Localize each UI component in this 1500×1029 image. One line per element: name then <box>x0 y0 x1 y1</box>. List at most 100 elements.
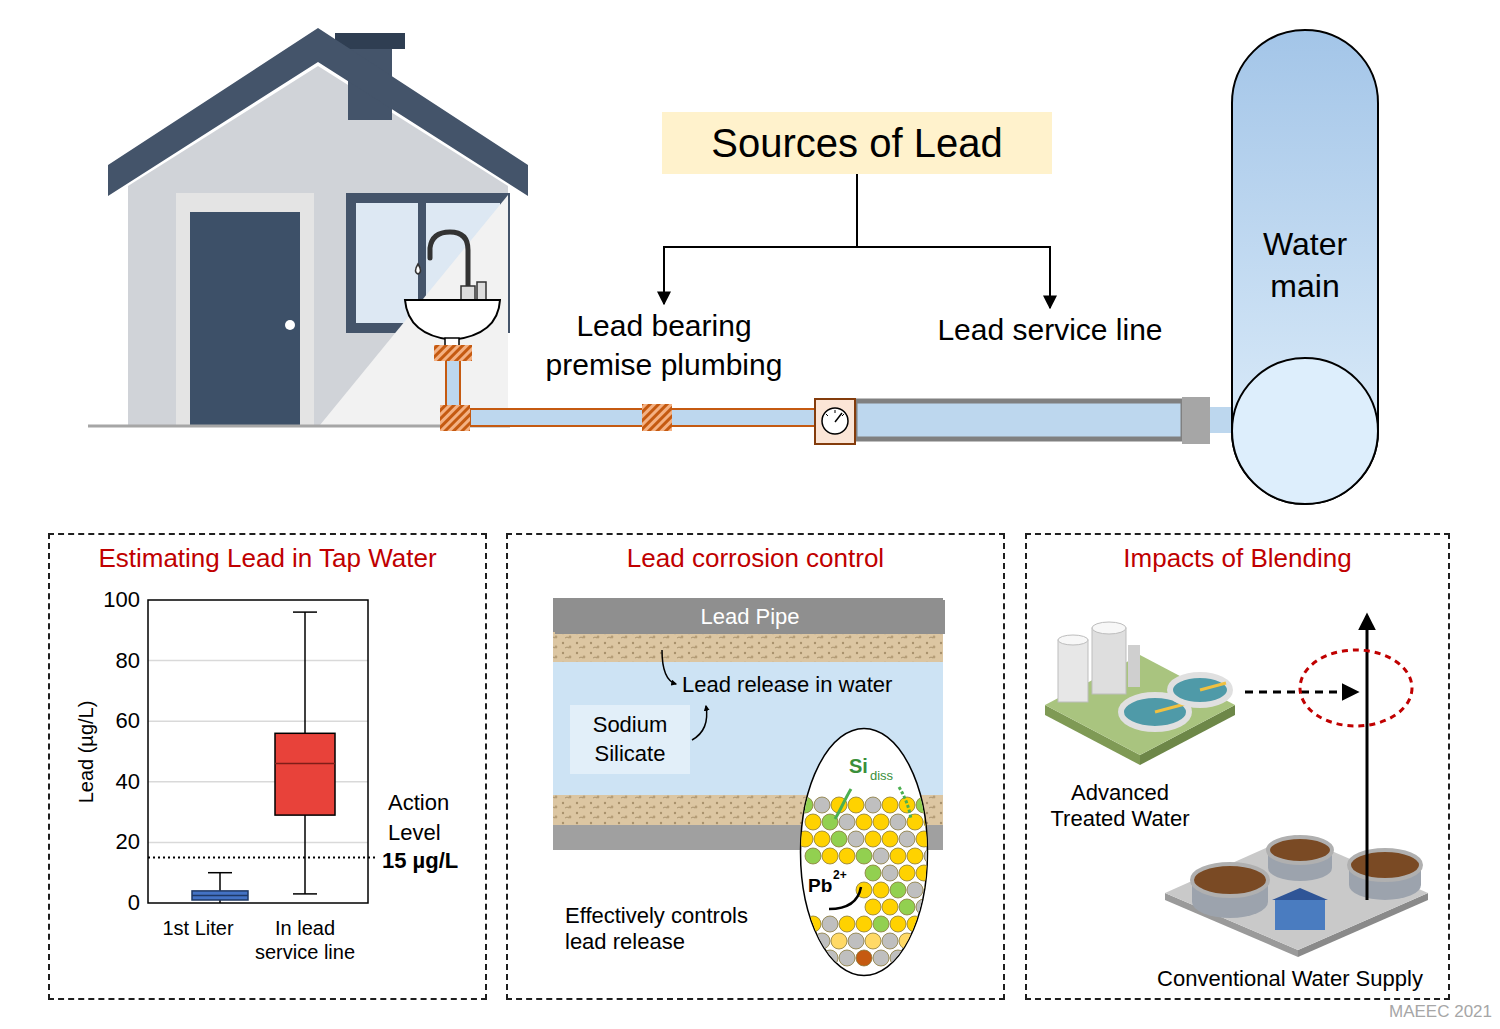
water-meter <box>822 408 848 434</box>
node-text: Lead bearing premise plumbing <box>534 306 794 384</box>
node-text: Sodium Silicate <box>584 711 676 768</box>
particle <box>822 848 838 864</box>
node-text: Lead service line <box>937 310 1162 349</box>
cylinder-outline <box>1230 28 1380 506</box>
particle <box>822 950 838 966</box>
particle <box>799 933 813 949</box>
scale-layer <box>553 632 943 662</box>
advanced-treatment-plant <box>1092 622 1126 634</box>
particle <box>856 814 872 830</box>
advanced-treatment-plant <box>1170 675 1230 705</box>
axis-tick: 40 <box>116 769 140 795</box>
particle <box>848 797 864 813</box>
particle <box>839 848 855 864</box>
conventional-treatment-plant <box>1192 864 1268 896</box>
particle <box>856 848 872 864</box>
advanced-treatment-plant <box>1058 640 1088 702</box>
water-meter <box>835 413 842 422</box>
category-label: In lead service line <box>245 916 365 964</box>
label-slot: In lead service line <box>245 916 365 964</box>
particle <box>873 814 889 830</box>
service-line-pipe <box>855 401 1183 439</box>
particle <box>882 865 898 881</box>
particle <box>890 848 906 864</box>
axis-tick: 20 <box>116 829 140 855</box>
conventional-treatment-plant <box>1165 835 1428 957</box>
label-slot: Lead release in water <box>682 672 892 698</box>
particle <box>799 797 813 813</box>
box-first-liter <box>192 891 248 900</box>
conventional-treatment-plant <box>1165 835 1428 950</box>
water-flow <box>553 662 943 795</box>
watermark: MAEEC 2021 <box>1389 1002 1492 1022</box>
particle <box>916 899 929 915</box>
source-heading-box: Sources of Lead <box>662 112 1052 174</box>
element-symbol: Si <box>849 755 868 778</box>
axis-tick: 60 <box>116 708 140 734</box>
particle <box>882 797 898 813</box>
particle <box>899 797 915 813</box>
particle <box>839 814 855 830</box>
grid-line <box>148 842 368 844</box>
dashed-panel: Impacts of Blending <box>1025 533 1450 1000</box>
particle <box>907 916 923 932</box>
node-text: Lead Pipe <box>700 604 799 630</box>
whisker-cap <box>208 872 232 874</box>
house <box>88 28 528 426</box>
silica-arrow <box>835 789 851 819</box>
particle <box>865 865 881 881</box>
particle <box>814 797 830 813</box>
particle <box>873 950 889 966</box>
source-target-text: Lead service line <box>915 310 1185 349</box>
grid-line <box>148 660 368 662</box>
label-slot: 0 <box>128 890 140 916</box>
water-meter <box>815 399 855 444</box>
node-text: Sources of Lead <box>711 119 1002 167</box>
cylinder-body <box>1232 30 1378 504</box>
particle <box>865 797 881 813</box>
grid-line <box>148 720 368 722</box>
particle-pile <box>799 797 929 966</box>
label-slot: Conventional Water Supply <box>1157 966 1423 992</box>
particle <box>916 865 929 881</box>
door-frame <box>176 193 314 425</box>
particle <box>899 865 915 881</box>
particle <box>924 882 929 898</box>
label-slot: 20 <box>116 829 140 855</box>
cylinder-end <box>1232 358 1378 504</box>
particle <box>916 933 929 949</box>
subscript: diss <box>870 769 893 784</box>
label-slot: Advanced Treated Water <box>1045 780 1195 833</box>
pipe-wall-band: Lead Pipe <box>555 600 945 634</box>
box-service-line <box>275 733 335 815</box>
sink-faucet <box>405 232 500 346</box>
plant-label: Advanced Treated Water <box>1045 780 1195 833</box>
advanced-treatment-plant <box>1200 683 1226 690</box>
superscript: 2+ <box>832 869 848 883</box>
particle <box>899 933 915 949</box>
water-main-cylinder: Water main <box>1230 28 1380 506</box>
particle <box>882 831 898 847</box>
text-slot: Pb <box>807 875 833 897</box>
particle <box>831 831 847 847</box>
sink-faucet <box>405 300 500 340</box>
threshold-value: 15 µg/L <box>382 848 458 874</box>
median <box>192 895 248 897</box>
whisker-cap <box>293 611 317 613</box>
panel-heading: Lead corrosion control <box>508 543 1003 574</box>
label-slot: 80 <box>116 647 140 673</box>
sink-faucet <box>477 282 486 300</box>
median <box>275 763 335 765</box>
particle <box>839 950 855 966</box>
silicate-arrow <box>692 706 707 740</box>
particle <box>814 933 830 949</box>
door-knob <box>285 320 295 330</box>
particle <box>890 882 906 898</box>
pipe-coupling <box>1182 397 1210 444</box>
water-drop <box>416 264 421 274</box>
conventional-treatment-plant <box>1275 900 1325 930</box>
axis-tick: 80 <box>116 647 140 673</box>
particle <box>924 814 929 830</box>
particle <box>856 916 872 932</box>
